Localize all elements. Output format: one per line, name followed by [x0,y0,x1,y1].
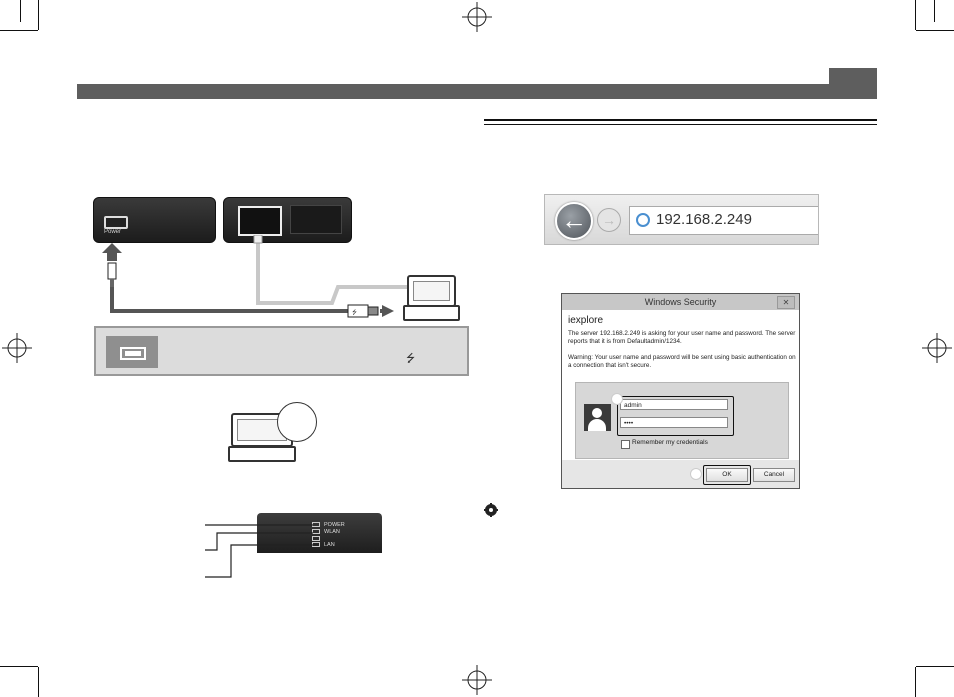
usb-port-icon [290,205,342,234]
led-callout-lines [205,524,313,578]
step-marker [611,393,623,405]
ok-highlight [703,465,751,485]
step-marker-ok [690,468,702,480]
cancel-button[interactable]: Cancel [753,468,795,482]
forward-arrow-icon[interactable]: → [597,208,621,232]
device-front-panel: Power [93,197,216,243]
username-field[interactable]: admin [620,399,728,410]
callout-circle [277,402,317,442]
led-lan: LAN [312,542,335,548]
ethernet-port-icon [238,206,282,236]
led-blank [312,536,324,542]
device-rear-panel [223,197,352,243]
user-avatar-icon [584,404,611,431]
remember-label: Remember my credentials [632,439,708,446]
dialog-warning: Warning: Your user name and password wil… [568,354,796,369]
right-arrow-icon [382,305,394,317]
tip-gear-icon [484,503,498,517]
dialog-message: The server 192.168.2.249 is asking for y… [568,330,796,345]
address-bar[interactable]: 192.168.2.249 [629,206,818,235]
windows-security-dialog: Windows Security ✕ iexplore The server 1… [561,293,800,489]
usb-port-graphic [106,336,158,368]
ie-globe-icon [636,213,650,227]
remember-checkbox[interactable] [621,440,630,449]
close-icon[interactable]: ✕ [777,296,795,309]
section-rule [484,119,877,121]
back-arrow-icon[interactable]: ← [555,202,593,240]
ok-button[interactable]: OK [706,468,748,482]
svg-text:⭍: ⭍ [352,308,357,316]
fields-highlight [617,396,734,436]
cable-diagram: ⭍ [102,235,412,318]
address-text: 192.168.2.249 [656,211,752,228]
dialog-footer: OK Cancel [562,460,799,488]
section-header-tab [829,68,877,99]
power-port-label: Power [104,229,122,235]
led-wlan: WLAN [312,529,340,535]
password-field[interactable]: •••• [620,417,728,428]
credentials-panel: admin •••• Remember my credentials [575,382,789,459]
dialog-title: Windows Security [562,294,799,310]
led-power: POWER [312,522,345,528]
dialog-app-name: iexplore [568,315,604,326]
up-arrow-icon [102,243,122,261]
browser-toolbar: ← → 192.168.2.249 [544,194,819,245]
section-header-bar [77,84,877,99]
section-rule-thin [484,124,877,125]
usb-symbol-icon: ⭍ [406,353,416,365]
power-port-icon [104,216,128,229]
usb-info-box: ⭍ [94,326,469,376]
